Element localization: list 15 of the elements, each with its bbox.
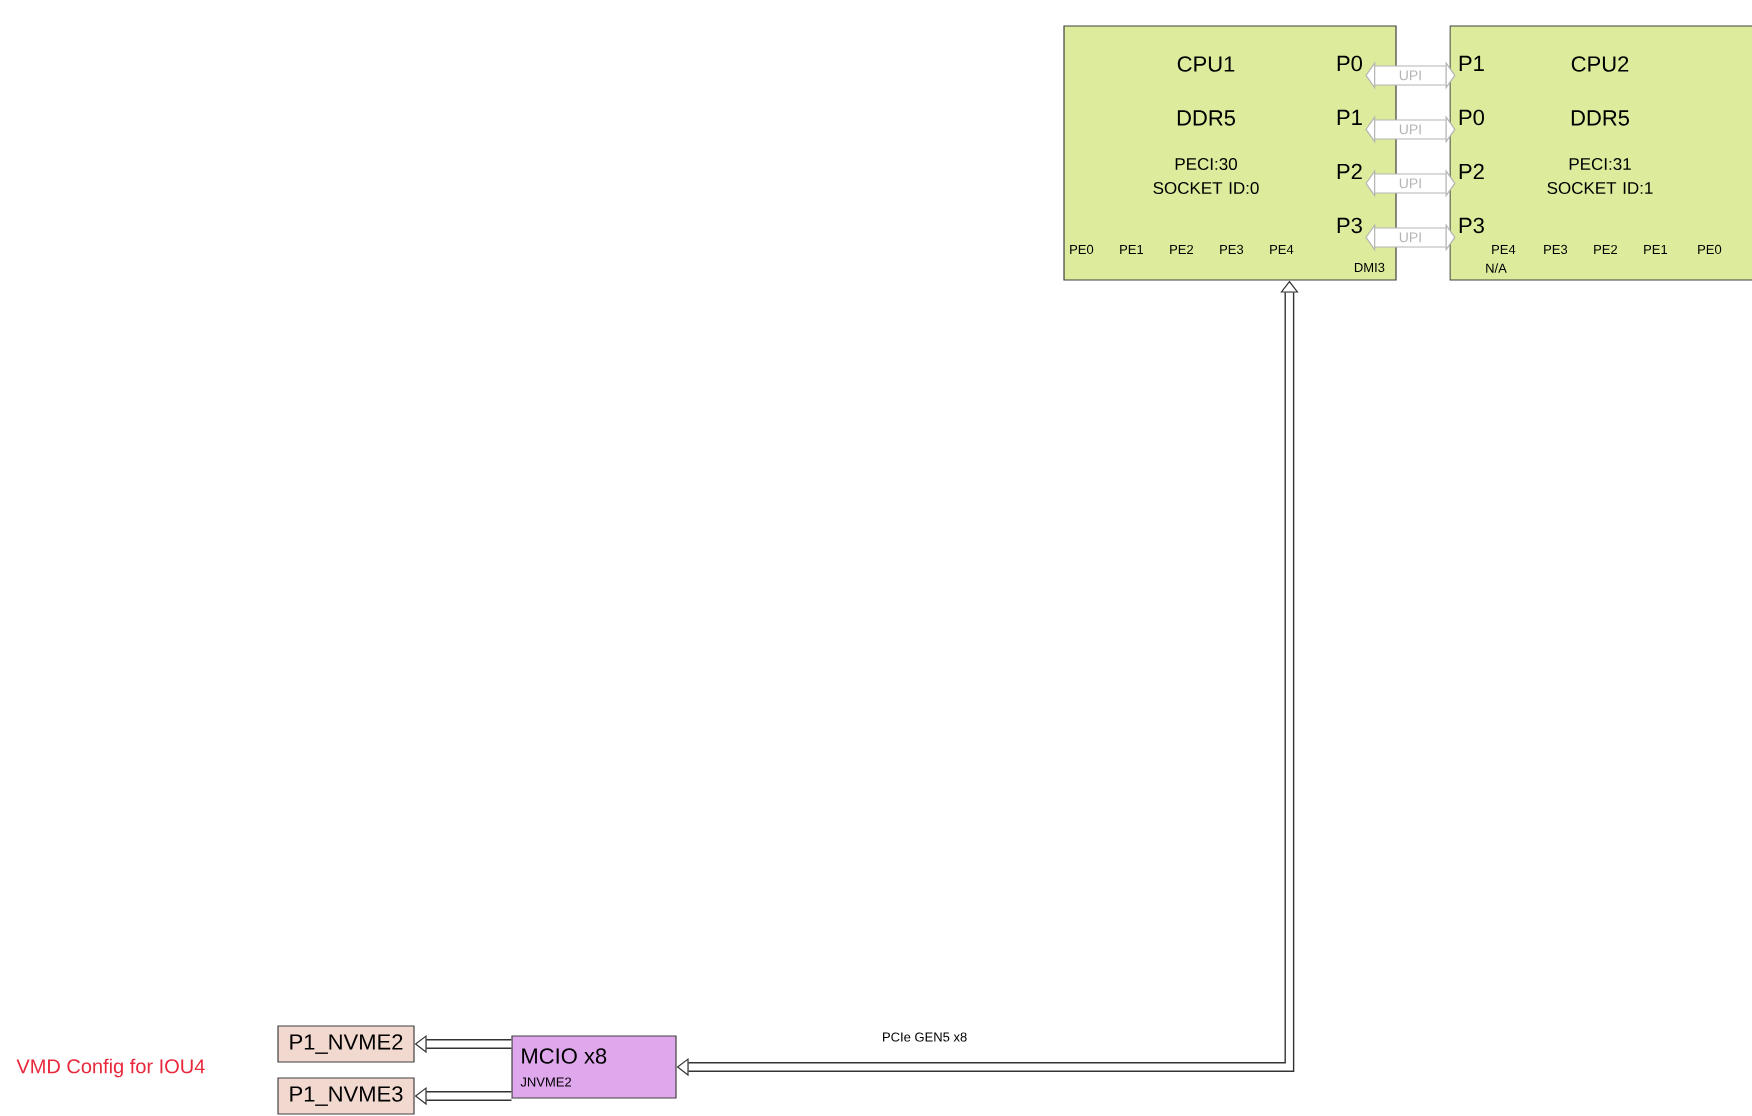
- arrow: [1365, 61, 1456, 90]
- port-label: P2: [1459, 163, 1484, 180]
- arrow: [1365, 223, 1456, 252]
- port-label: P0: [1337, 55, 1362, 72]
- note-label: VMD Config for IOU4: [16, 1058, 205, 1078]
- port-label: P0: [1459, 109, 1484, 126]
- port-label: P1: [1337, 109, 1362, 125]
- drive-box: P1_NVME2: [277, 1025, 415, 1063]
- port-label: P3: [1337, 217, 1362, 234]
- port-label: P1: [1459, 55, 1484, 71]
- arrow: [1365, 169, 1456, 198]
- arrow: [1365, 115, 1456, 144]
- port-label: P2: [1337, 163, 1362, 180]
- drive-box: P1_NVME3: [277, 1077, 415, 1115]
- port-label: P3: [1459, 217, 1484, 234]
